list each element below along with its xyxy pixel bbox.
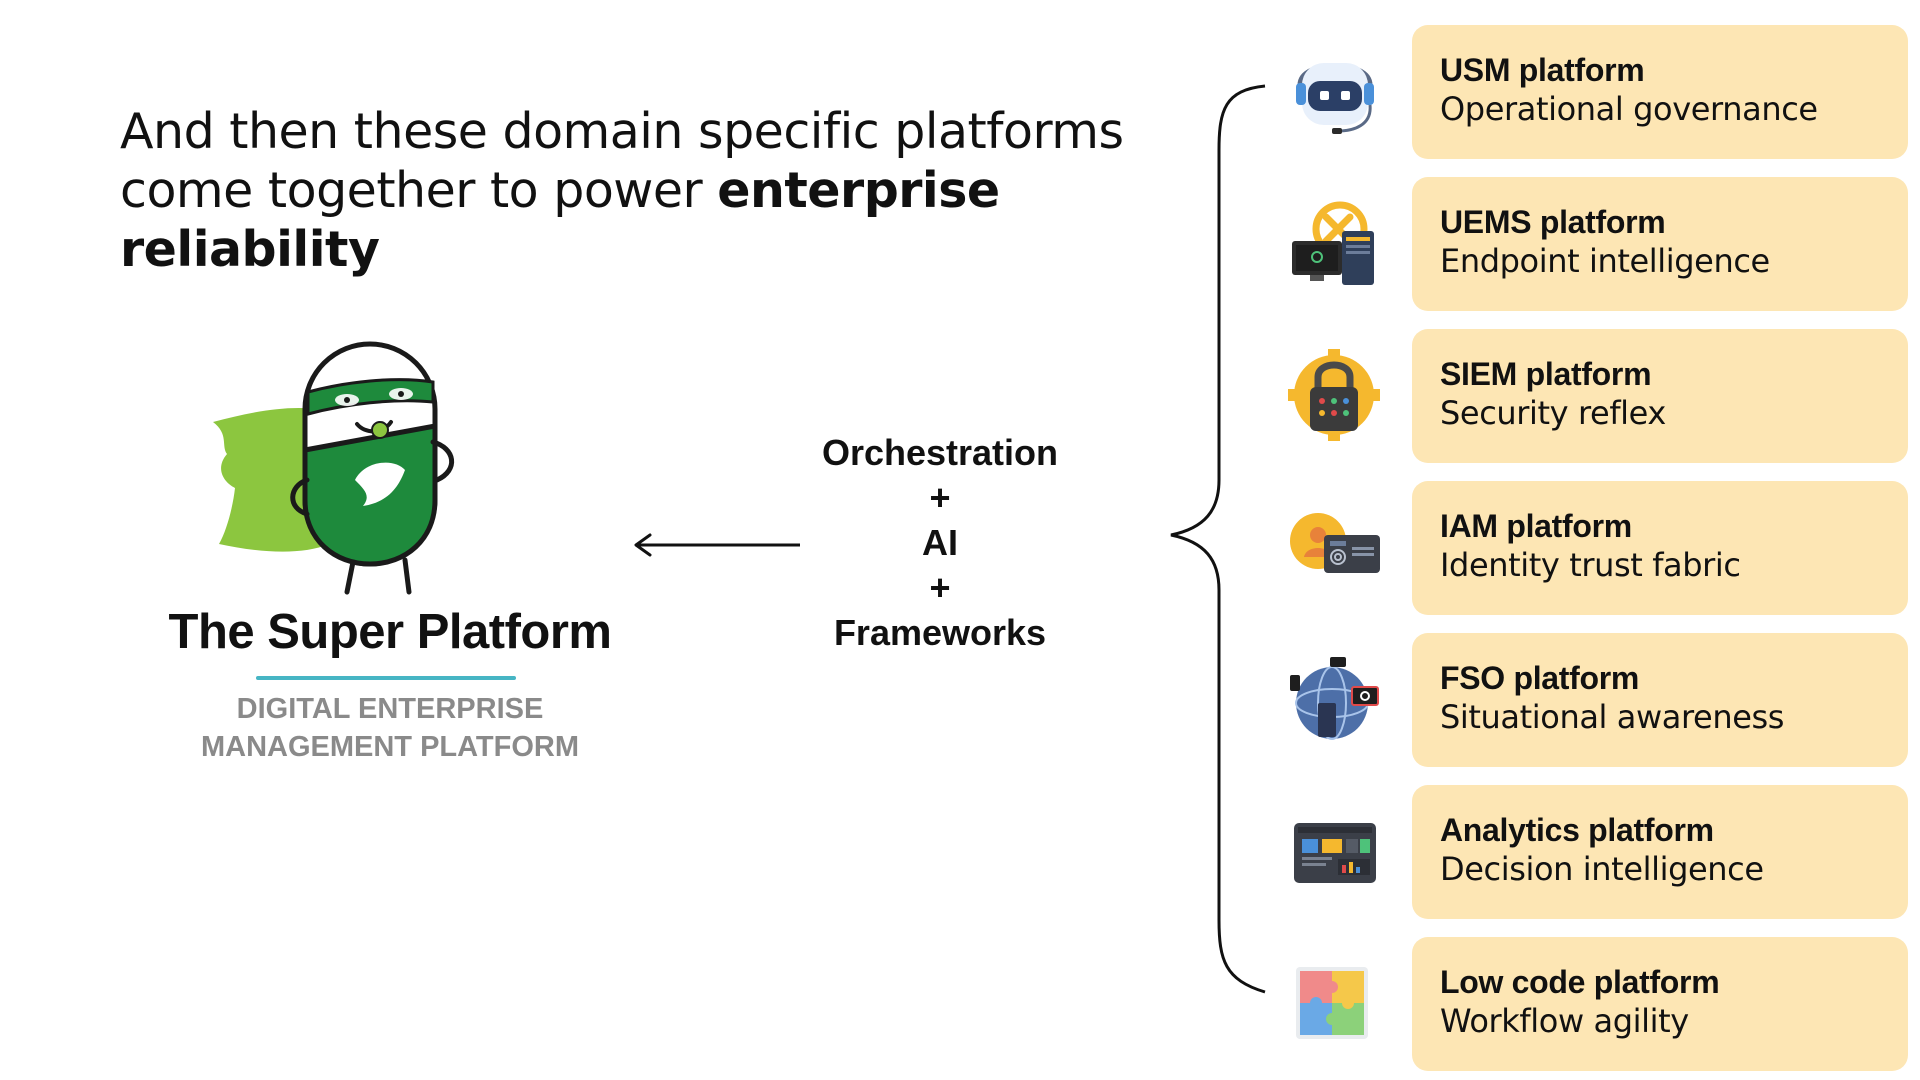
left-arrow-icon	[634, 533, 800, 557]
robot-headset-icon	[1282, 39, 1388, 145]
platform-row-iam: IAM platform Identity trust fabric	[1280, 481, 1920, 615]
stack-item-orchestration: Orchestration	[821, 432, 1059, 473]
platform-description: Operational governance	[1440, 90, 1818, 128]
platform-card-siem: SIEM platform Security reflex	[1412, 329, 1908, 463]
platform-card-uems: UEMS platform Endpoint intelligence	[1412, 177, 1908, 311]
analytics-dashboard-icon	[1282, 799, 1388, 905]
stack-item-frameworks: Frameworks	[833, 612, 1047, 653]
super-platform-subtitle-line-2: MANAGEMENT PLATFORM	[200, 731, 580, 763]
stack-item-plus-1: +	[929, 477, 951, 518]
platform-row-usm: USM platform Operational governance	[1280, 25, 1920, 159]
platform-row-uems: UEMS platform Endpoint intelligence	[1280, 177, 1920, 311]
puzzle-icon	[1282, 951, 1388, 1057]
platform-title: SIEM platform	[1440, 356, 1652, 392]
platform-title: Analytics platform	[1440, 812, 1714, 848]
headline-line-1: And then these domain specific platforms	[120, 103, 1124, 160]
platform-card-usm: USM platform Operational governance	[1412, 25, 1908, 159]
platform-card-analytics: Analytics platform Decision intelligence	[1412, 785, 1908, 919]
globe-monitoring-icon	[1282, 647, 1388, 753]
platform-description: Decision intelligence	[1440, 850, 1764, 888]
orchestration-stack: Orchestration + AI + Frameworks	[780, 430, 1100, 655]
platform-row-low-code: Low code platform Workflow agility	[1280, 937, 1920, 1071]
platform-title: USM platform	[1440, 52, 1645, 88]
platform-row-siem: SIEM platform Security reflex	[1280, 329, 1920, 463]
platform-row-analytics: Analytics platform Decision intelligence	[1280, 785, 1920, 919]
super-platform-mascot-icon	[213, 341, 455, 595]
platform-card-fso: FSO platform Situational awareness	[1412, 633, 1908, 767]
platform-description: Endpoint intelligence	[1440, 242, 1770, 280]
stack-item-plus-2: +	[929, 567, 951, 608]
endpoint-devices-icon	[1282, 191, 1388, 297]
platform-description: Workflow agility	[1440, 1002, 1689, 1040]
platform-title: FSO platform	[1440, 660, 1640, 696]
platform-title: Low code platform	[1440, 964, 1720, 1000]
headline-line-2: come together to power enterprise reliab…	[120, 161, 1200, 279]
security-lock-icon	[1282, 343, 1388, 449]
headline-line-2-bold: enterprise reliability	[120, 162, 1000, 278]
super-platform-underline	[256, 676, 516, 680]
platform-title: UEMS platform	[1440, 204, 1666, 240]
platform-description: Situational awareness	[1440, 698, 1785, 736]
super-platform-subtitle-line-1: DIGITAL ENTERPRISE	[236, 693, 544, 725]
super-platform-subtitle: DIGITAL ENTERPRISE MANAGEMENT PLATFORM	[130, 690, 650, 766]
headline-line-2-prefix: come together to power	[120, 162, 718, 219]
platform-title: IAM platform	[1440, 508, 1632, 544]
platform-card-iam: IAM platform Identity trust fabric	[1412, 481, 1908, 615]
super-platform-title: The Super Platform	[168, 605, 612, 659]
platform-card-low-code: Low code platform Workflow agility	[1412, 937, 1908, 1071]
headline: And then these domain specific platforms…	[120, 102, 1200, 279]
platform-description: Security reflex	[1440, 394, 1666, 432]
platform-description: Identity trust fabric	[1440, 546, 1741, 584]
identity-card-icon	[1282, 495, 1388, 601]
curly-brace	[1170, 84, 1266, 994]
platform-row-fso: FSO platform Situational awareness	[1280, 633, 1920, 767]
stack-item-ai: AI	[922, 522, 958, 563]
